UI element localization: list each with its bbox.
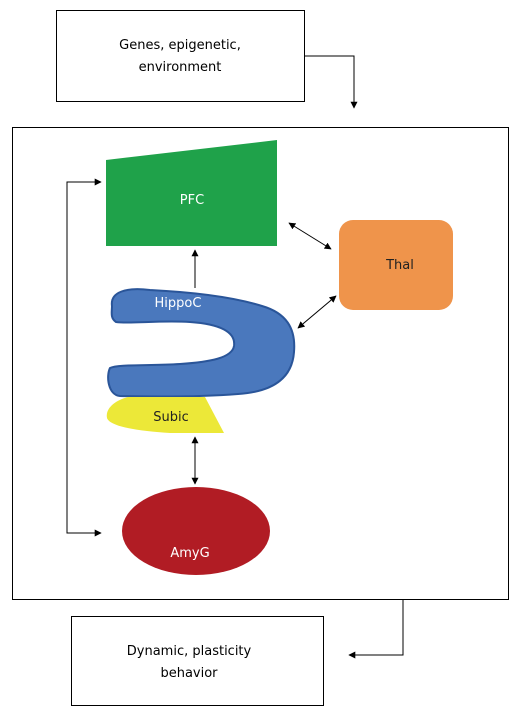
- pfc-region: PFC: [106, 140, 277, 246]
- top-box-to-main-connector: [305, 55, 358, 109]
- subic-label: Subic: [153, 410, 189, 425]
- main-to-bottom-box-connector: [348, 600, 404, 659]
- dynamic-plasticity-behavior-box: Dynamic, plasticity behavior: [71, 616, 324, 706]
- amyg-region: AmyG: [122, 487, 270, 575]
- hippoc-shape: [107, 288, 296, 398]
- hippoc-thal-arrow: [297, 295, 337, 329]
- thal-region: Thal: [339, 220, 453, 310]
- top-box-line-1: Genes, epigenetic,: [119, 38, 241, 53]
- top-box-line-2: environment: [139, 60, 222, 75]
- genes-epigenetic-environment-box: Genes, epigenetic, environment: [56, 10, 305, 102]
- hippoc-region: HippoC: [107, 288, 296, 398]
- amyg-label: AmyG: [170, 546, 209, 561]
- hippoc-label: HippoC: [155, 296, 202, 311]
- pfc-thal-arrow: [288, 222, 332, 250]
- subic-region: Subic: [106, 397, 224, 433]
- amyg-pfc-feedback-arrow: [66, 178, 102, 537]
- amyg-shape: [122, 487, 270, 575]
- pfc-label: PFC: [180, 193, 204, 208]
- bottom-box-line-2: behavior: [160, 666, 218, 681]
- subic-shape: [106, 397, 224, 433]
- bottom-box-line-1: Dynamic, plasticity: [127, 644, 252, 659]
- thal-label: Thal: [385, 258, 414, 273]
- thal-shape: [339, 220, 453, 310]
- pfc-shape: [106, 140, 277, 246]
